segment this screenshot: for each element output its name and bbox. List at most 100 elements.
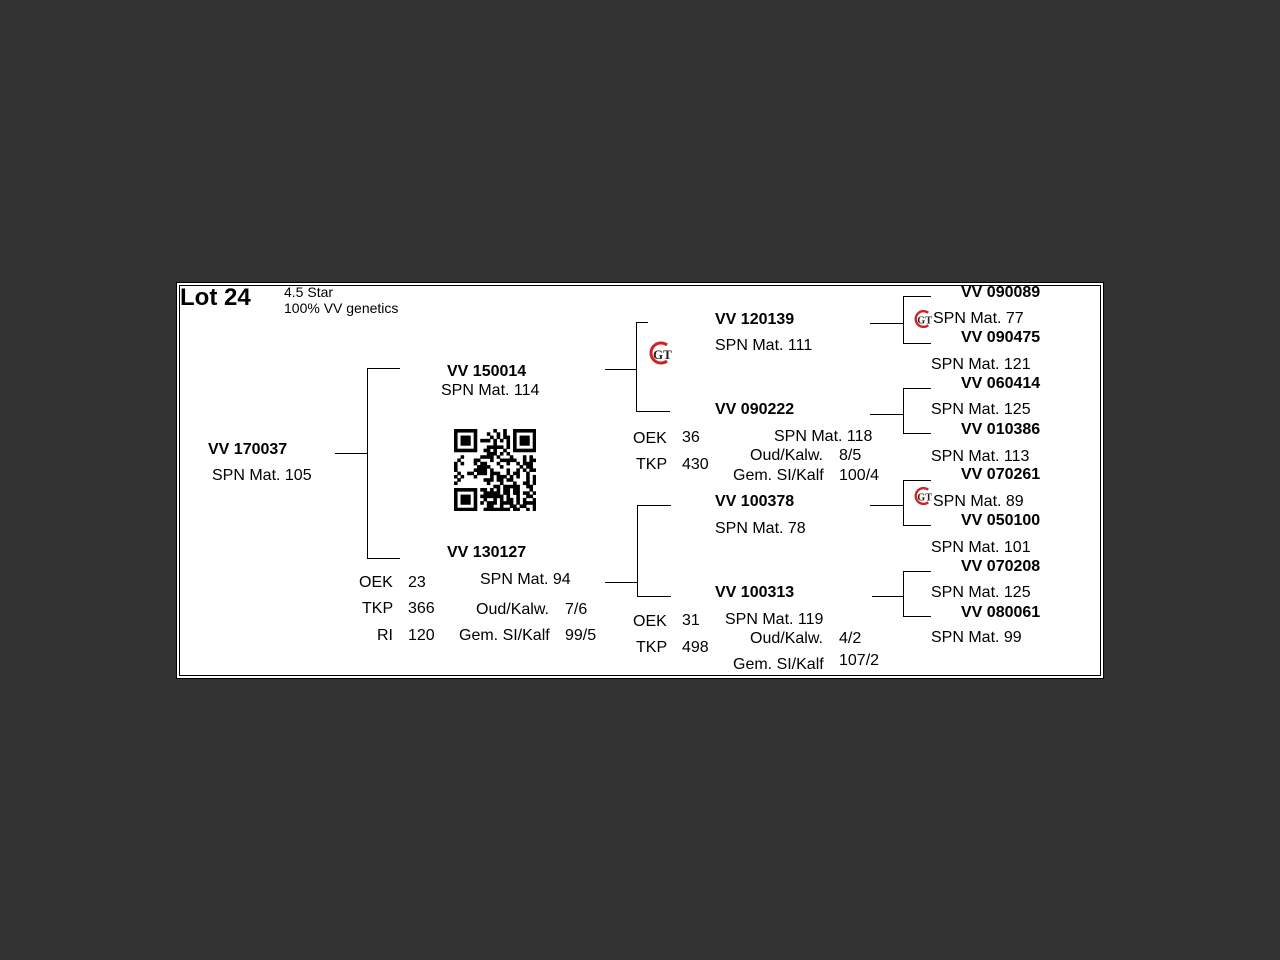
dam-ri-label: RI: [377, 627, 393, 644]
gen3-id-4: VV 010386: [961, 421, 1041, 438]
qr-module: [526, 474, 530, 479]
qr-module: [454, 497, 458, 502]
qr-module: [529, 429, 534, 433]
connector-line: [636, 322, 637, 412]
qr-module: [463, 488, 468, 492]
qr-module: [522, 458, 527, 463]
qr-module: [486, 491, 491, 495]
qr-module: [506, 507, 511, 511]
qr-module: [499, 474, 504, 479]
connector-line: [335, 453, 367, 454]
qr-module: [513, 442, 517, 446]
gen2-2-oud-value: 8/5: [839, 447, 862, 464]
qr-module: [506, 461, 511, 466]
qr-module: [532, 438, 536, 443]
gen2-id-2: VV 090222: [715, 401, 795, 418]
qr-module: [526, 461, 530, 466]
dam-oud-value: 7/6: [565, 601, 588, 618]
qr-module: [454, 461, 458, 466]
qr-module: [506, 478, 511, 482]
qr-module: [460, 429, 465, 433]
qr-module: [513, 445, 517, 449]
qr-module: [483, 461, 488, 466]
qr-module: [473, 445, 478, 449]
qr-module: [513, 429, 517, 433]
qr-module: [480, 488, 484, 492]
gt-logo-letters: GT: [917, 316, 932, 327]
qr-module: [516, 461, 520, 466]
qr-module: [499, 497, 504, 502]
qr-module: [526, 478, 530, 482]
qr-module: [519, 442, 524, 446]
qr-module: [460, 501, 465, 505]
qr-module: [490, 488, 494, 492]
qr-module: [522, 448, 527, 453]
qr-module: [526, 484, 530, 489]
qr-module: [503, 435, 507, 440]
qr-module: [483, 455, 488, 459]
qr-module: [503, 432, 507, 436]
qr-module: [467, 497, 471, 502]
qr-module: [473, 435, 478, 440]
qr-module: [506, 484, 511, 489]
qr-module: [493, 491, 497, 495]
qr-module: [526, 435, 530, 440]
qr-module: [454, 481, 458, 486]
gen2-2-oek-label: OEK: [633, 430, 667, 447]
qr-module: [460, 448, 465, 453]
connector-line: [903, 343, 931, 344]
dam-ri-value: 120: [408, 627, 435, 644]
qr-module: [506, 488, 511, 492]
qr-module: [499, 438, 504, 443]
qr-module: [522, 461, 527, 466]
connector-line: [605, 369, 636, 370]
qr-module: [490, 468, 494, 472]
qr-module: [493, 507, 497, 511]
qr-module: [493, 442, 497, 446]
qr-module: [503, 474, 507, 479]
qr-module: [460, 497, 465, 502]
qr-module: [483, 448, 488, 453]
qr-module: [486, 504, 491, 509]
qr-module: [473, 468, 478, 472]
qr-module: [509, 478, 514, 482]
qr-module: [480, 455, 484, 459]
qr-module: [506, 497, 511, 502]
qr-module: [473, 491, 478, 495]
qr-module: [513, 491, 517, 495]
gen2-spn-2: SPN Mat. 118: [774, 428, 873, 445]
qr-module: [467, 501, 471, 505]
qr-module: [463, 448, 468, 453]
gen2-2-gem-value: 100/4: [839, 467, 880, 484]
qr-module: [526, 471, 530, 476]
qr-module: [493, 484, 497, 489]
qr-module: [473, 458, 478, 463]
qr-module: [454, 494, 458, 499]
gen2-4-tkp-label: TKP: [636, 639, 668, 656]
qr-module: [457, 478, 461, 482]
qr-module: [467, 494, 471, 499]
qr-module: [460, 438, 465, 443]
qr-module: [503, 429, 507, 433]
qr-module: [454, 488, 458, 492]
qr-module: [526, 448, 530, 453]
qr-module: [513, 432, 517, 436]
qr-module: [473, 442, 478, 446]
gt-logo-icon: GT: [914, 486, 932, 506]
qr-module: [532, 481, 536, 486]
qr-module: [490, 507, 494, 511]
qr-module: [496, 478, 501, 482]
qr-module: [460, 461, 465, 466]
dam-tkp-label: TKP: [362, 600, 394, 617]
qr-module: [483, 471, 488, 476]
qr-module: [526, 442, 530, 446]
qr-module: [457, 448, 461, 453]
qr-module: [483, 491, 488, 495]
qr-module: [513, 448, 517, 453]
animal-spn: SPN Mat. 105: [212, 467, 312, 484]
qr-module: [493, 448, 497, 453]
qr-module: [522, 504, 527, 509]
qr-module: [516, 501, 520, 505]
qr-module: [486, 438, 491, 443]
gen2-spn-4: SPN Mat. 119: [725, 611, 824, 628]
